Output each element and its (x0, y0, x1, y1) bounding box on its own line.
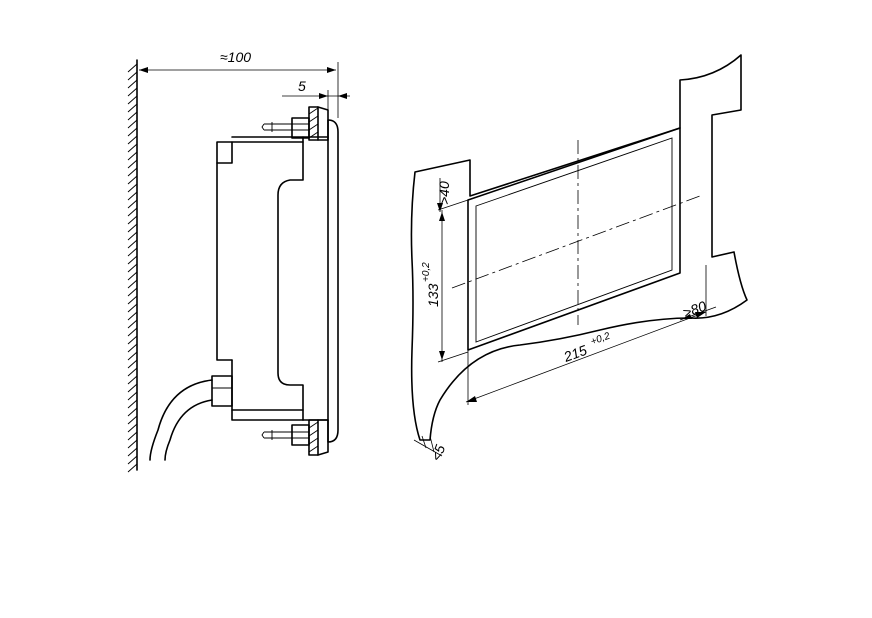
side-margin-label: >80 (681, 298, 709, 321)
wall-hatch-line (127, 431, 138, 441)
wall-hatch-line (127, 375, 138, 385)
depth-label: ≈100 (220, 49, 251, 65)
panel-section-bottom (308, 419, 329, 456)
wall-hatch-line (127, 127, 138, 137)
center-line-horizontal (451, 195, 701, 289)
wall-hatch-line (127, 327, 138, 337)
cutout (467, 127, 681, 351)
wall-hatch-line (127, 311, 138, 321)
wall-hatch-line (127, 447, 138, 457)
wall-hatch-line (127, 63, 138, 73)
panel-section-top (308, 106, 329, 141)
wall-hatch-line (127, 191, 138, 201)
wall-hatch-line (127, 135, 138, 145)
wall-hatch-line (127, 223, 138, 233)
wall-hatch-line (127, 247, 138, 257)
cable (149, 375, 233, 461)
front-bezel (302, 119, 339, 443)
wall-hatch-line (127, 455, 138, 465)
clamp-bottom (261, 424, 310, 446)
wall-hatching (127, 63, 138, 473)
dimension-depth: ≈100 (139, 49, 339, 118)
wall-hatch-line (127, 159, 138, 169)
wall-hatch-line (127, 207, 138, 217)
dimension-panel-thickness: <5 (413, 435, 449, 463)
wall-hatch-line (127, 391, 138, 401)
panel-outline (410, 54, 748, 441)
wall-hatch-line (127, 303, 138, 313)
cutout-width-label: 215 (561, 342, 590, 365)
wall-hatch-line (127, 239, 138, 249)
wall-hatch-line (127, 111, 138, 121)
wall-hatch-line (127, 87, 138, 97)
wall-hatch-line (127, 183, 138, 193)
wall-hatch-line (127, 287, 138, 297)
panel-thickness-label: <5 (428, 442, 449, 463)
dimension-cutout-width: 215 +0,2 (465, 265, 707, 405)
wall-hatch-line (127, 463, 138, 473)
wall-hatch-line (127, 319, 138, 329)
wall-hatch-line (127, 343, 138, 353)
dimension-cutout-height: 133 +0,2 (421, 199, 469, 363)
wall-hatch-line (127, 383, 138, 393)
wall-hatch-line (127, 335, 138, 345)
wall-hatch-line (127, 79, 138, 89)
device-housing (216, 136, 304, 421)
dimension-side-margin: >80 (679, 298, 717, 321)
wall-hatch-line (127, 359, 138, 369)
wall-hatch-line (127, 439, 138, 449)
side-view: ≈100 5 (127, 49, 350, 473)
wall-hatch-line (127, 295, 138, 305)
wall-hatch-line (127, 119, 138, 129)
wall-hatch-line (127, 199, 138, 209)
wall-hatch-line (127, 231, 138, 241)
flange-label: 5 (298, 78, 306, 94)
wall-hatch-line (127, 407, 138, 417)
panel-view: 133 +0,2 >40 215 +0,2 >80 (410, 54, 748, 463)
wall (127, 59, 138, 473)
top-margin-label: >40 (436, 181, 452, 205)
clamp-top (261, 117, 310, 139)
wall-hatch-line (127, 143, 138, 153)
wall-hatch-line (127, 175, 138, 185)
cutout-width-tolerance: +0,2 (589, 331, 612, 348)
wall-hatch-line (127, 151, 138, 161)
wall-hatch-line (127, 399, 138, 409)
cutout-height-tolerance: +0,2 (421, 262, 432, 282)
wall-hatch-line (127, 95, 138, 105)
wall-hatch-line (127, 71, 138, 81)
wall-hatch-line (127, 279, 138, 289)
dimension-flange: 5 (282, 78, 350, 110)
wall-hatch-line (127, 263, 138, 273)
cutout-height-label: 133 (425, 283, 441, 307)
dimension-top-margin: >40 (436, 178, 452, 212)
wall-hatch-line (127, 423, 138, 433)
wall-hatch-line (127, 367, 138, 377)
wall-hatch-line (127, 415, 138, 425)
wall-hatch-line (127, 167, 138, 177)
wall-hatch-line (127, 255, 138, 265)
wall-hatch-line (127, 271, 138, 281)
wall-hatch-line (127, 215, 138, 225)
wall-hatch-line (127, 103, 138, 113)
wall-hatch-line (127, 351, 138, 361)
